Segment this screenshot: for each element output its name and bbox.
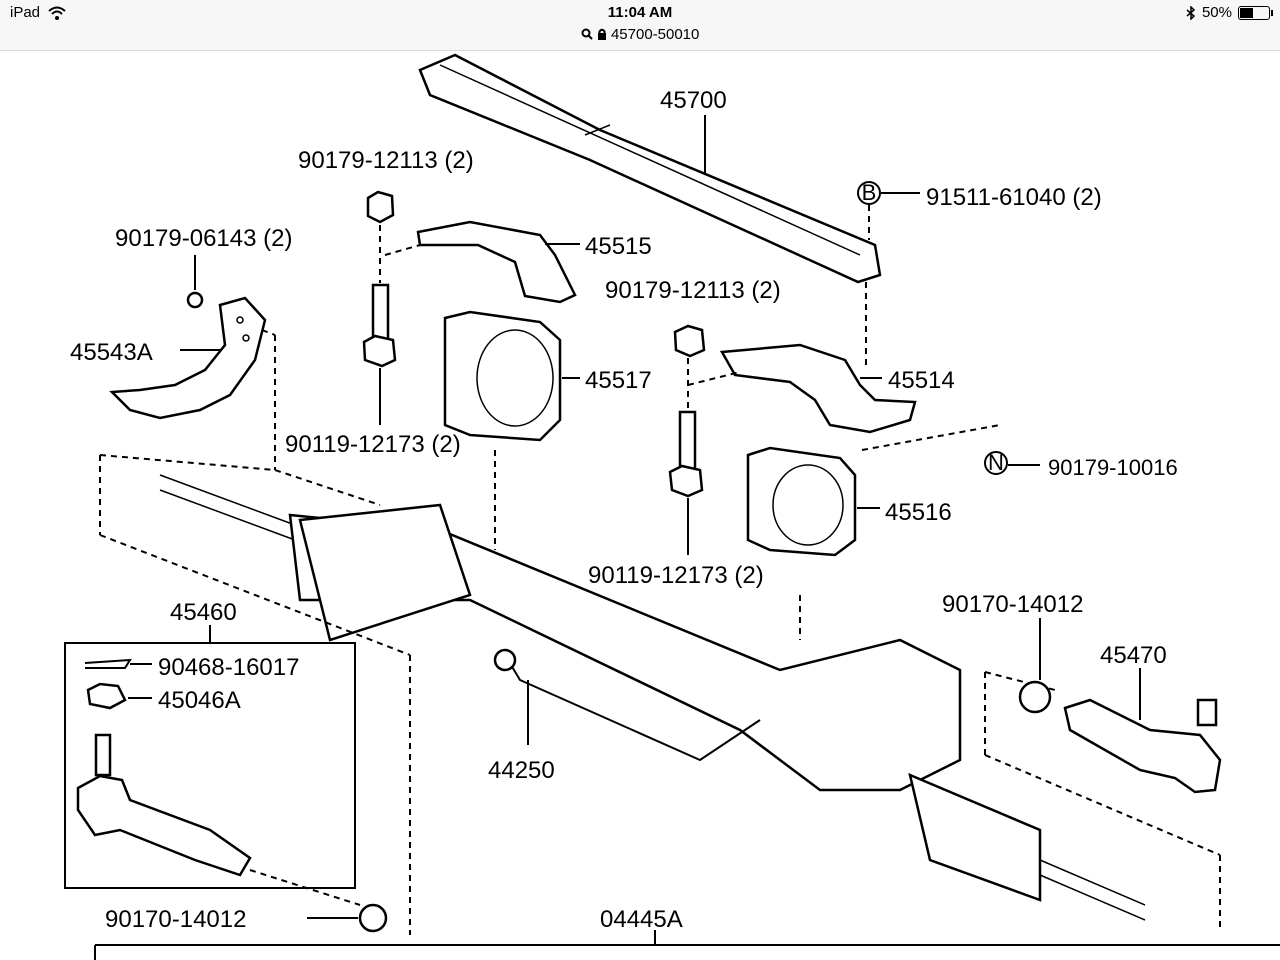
part-tie-rod-end-left[interactable] [76,733,252,877]
part-45700-cover[interactable] [418,53,882,284]
label-90179-06143: 90179-06143 (2) [115,225,292,252]
label-04445A: 04445A [600,906,683,933]
part-nut-90179-12113-left[interactable] [366,190,395,224]
part-rack-housing[interactable] [159,474,1146,921]
label-45515: 45515 [585,233,652,260]
part-cotter-pin-90468[interactable] [84,658,132,669]
battery-fill [1240,7,1253,18]
parts-diagram: B [64,53,1280,960]
part-45517-bushing[interactable] [443,310,562,442]
svg-text:N: N [988,450,1004,475]
battery-icon [1238,5,1273,20]
search-icon [581,28,593,40]
label-45470: 45470 [1100,642,1167,669]
status-bar: iPad 11:04 AM 45700-50010 50% [0,0,1280,51]
part-45543A-bracket[interactable] [109,296,267,420]
marker-b: B [857,180,881,205]
label-45700: 45700 [660,87,727,114]
part-cap-90170-14012-left[interactable] [358,903,388,933]
label-90179-10016: 90179-10016 [1048,455,1178,480]
page-url: 45700-50010 [610,26,700,43]
bluetooth-icon [1186,5,1196,20]
label-91511-61040: 91511-61040 (2) [926,184,1102,211]
part-nut-45046A[interactable] [86,682,127,710]
part-tie-rod-end-right[interactable] [1063,698,1222,794]
label-45046A: 45046A [158,687,241,714]
part-bolt-90119-12173-left[interactable] [362,283,397,368]
label-45460: 45460 [170,599,237,626]
part-45515-bracket[interactable] [416,220,577,304]
marker-n: N [984,450,1008,475]
wifi-icon [48,6,66,20]
label-90170-14012-a: 90170-14012 [942,591,1083,618]
label-45516: 45516 [885,499,952,526]
address-bar[interactable]: 45700-50010 [0,26,1280,43]
label-45543A: 45543A [70,339,153,366]
part-45516-bushing[interactable] [746,446,857,557]
label-90119-12173-a: 90119-12173 (2) [285,431,461,458]
part-45514-bracket[interactable] [719,343,917,434]
label-45517: 45517 [585,367,652,394]
label-90170-14012-b: 90170-14012 [105,906,246,933]
svg-text:B: B [862,180,877,205]
status-time: 11:04 AM [607,4,673,21]
part-nut-90179-12113-right[interactable] [673,324,706,358]
device-name: iPad [10,4,41,21]
label-90179-12113-b: 90179-12113 (2) [605,277,781,304]
label-90468-16017: 90468-16017 [158,654,299,681]
label-90179-12113-a: 90179-12113 (2) [298,147,474,174]
status-left: iPad [10,4,66,21]
part-44250-pipe[interactable] [493,648,761,762]
label-44250: 44250 [488,757,555,784]
status-right: 50% [1186,4,1273,21]
label-45514: 45514 [888,367,955,394]
battery-percent: 50% [1201,4,1232,21]
lock-icon [597,28,606,40]
label-90119-12173-b: 90119-12173 (2) [588,562,764,589]
part-bolt-90119-12173-right[interactable] [668,410,704,498]
part-cap-90170-14012-right[interactable] [1018,680,1052,714]
part-nut-90179-06143[interactable] [186,291,204,309]
